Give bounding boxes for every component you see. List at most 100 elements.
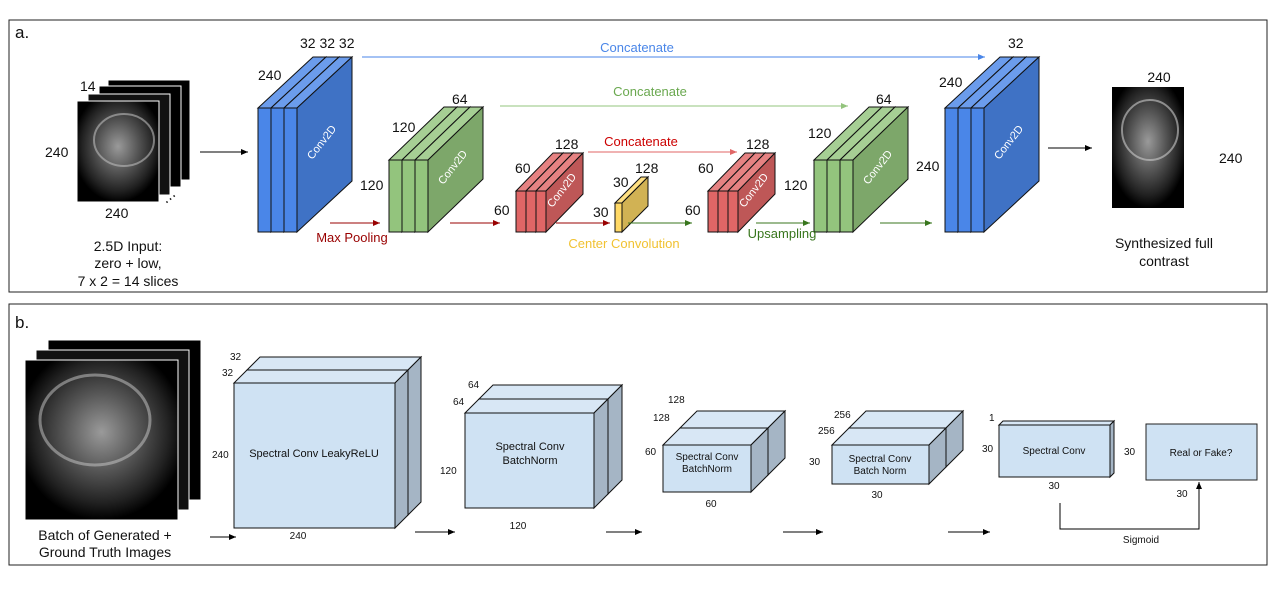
decoder-block-2-slab-2-front (826, 159, 841, 233)
panel-a-border (8, 19, 1268, 293)
box3-label-line1: Spectral Conv (676, 452, 739, 463)
center-conv-block-front (614, 202, 623, 233)
disc-block-4-back-top (847, 410, 965, 429)
box4-channels-back: 256 (834, 410, 851, 421)
decoder-block-3-slab-1-front (944, 107, 959, 233)
encoder-block-2-slab-1-front (388, 159, 403, 233)
disc-block-1-front-side (394, 368, 409, 530)
input-caption-line3: 7 x 2 = 14 slices (78, 273, 179, 289)
encoder-block-3-slab-3-front (535, 190, 547, 233)
output-caption-line2: contrast (1139, 253, 1189, 269)
box2-width: 120 (510, 521, 527, 532)
encoder-block-3-slab-2-front (525, 190, 537, 233)
box2-channels-front: 64 (453, 397, 465, 408)
decoder-block-1-slab-2-front (717, 190, 729, 233)
center-conv-block (613, 175, 650, 234)
disc-block-3-front (661, 426, 770, 494)
upsampling-label: Upsampling (748, 226, 817, 241)
disc-block-1-back-side (407, 355, 422, 517)
encoder-block-1-slab-3 (282, 55, 354, 234)
real-or-fake-box (1145, 423, 1258, 481)
red2-size-side: 60 (685, 202, 701, 218)
input-height-label: 240 (45, 144, 69, 160)
decoder-block-2-slab-3 (838, 105, 910, 234)
panel-a-tag: a. (15, 23, 29, 42)
box4-width: 30 (871, 490, 883, 501)
decoder-block-3-slab-3-front (970, 107, 985, 233)
disc-block-5 (997, 419, 1116, 479)
decoder-block-3-slab-3 (969, 55, 1041, 234)
encoder-block-2-slab-3-front (414, 159, 429, 233)
disc-block-2-front-top (463, 398, 610, 414)
disc-block-2-back-side (607, 383, 623, 496)
disc-block-4-front-top (830, 427, 948, 446)
discriminator-blocks (232, 355, 1116, 530)
blue2-size-side: 240 (916, 158, 940, 174)
disc-block-5-front (998, 424, 1111, 478)
box2-label-line2: BatchNorm (502, 455, 557, 467)
box5-channels: 1 (989, 413, 995, 424)
encoder-block-1-slab-2-front (270, 107, 285, 233)
input-depth-label: 14 (80, 78, 96, 94)
box1-channels-back: 32 (230, 352, 242, 363)
box3-label-line2: BatchNorm (682, 464, 732, 475)
box6-height: 30 (1124, 447, 1136, 458)
discriminator-input-stack (24, 339, 202, 521)
yellow-size-side: 30 (593, 204, 609, 220)
red1-size-side: 60 (494, 202, 510, 218)
disc-block-3-front-top (661, 427, 770, 446)
disc-block-4-front (830, 426, 948, 486)
max-pooling-label: Max Pooling (316, 230, 388, 245)
panel-a: a. 14 240 240 ⋯ 2.5D Input: zero + low, … (8, 19, 1268, 293)
green2-size-side: 120 (784, 177, 808, 193)
box4-label-line2: Batch Norm (854, 466, 907, 477)
blue1-size: 240 (258, 67, 282, 83)
decoder-block-1-slab-1-front (707, 190, 719, 233)
output-image: 240 240 Synthesized full contrast (1112, 69, 1243, 269)
disc-block-2-front (463, 397, 610, 510)
disc-block-3-front-front (662, 444, 752, 493)
input-stack: 14 240 240 ⋯ 2.5D Input: zero + low, 7 x… (45, 78, 191, 289)
green1-channels: 64 (452, 91, 468, 107)
real-or-fake-label: Real or Fake? (1170, 448, 1233, 459)
decoder-block-1-slab-3-front (727, 190, 739, 233)
decoder-block-3-slab-2-front (957, 107, 972, 233)
box3-width: 60 (705, 499, 717, 510)
blue1-channels: 32 32 32 (300, 35, 355, 51)
input-caption-line1: 2.5D Input: (94, 238, 163, 254)
box2-channels-back: 64 (468, 380, 480, 391)
box1-height: 240 (212, 450, 229, 461)
panel-b-tag: b. (15, 313, 29, 332)
mri-batch-image (24, 359, 179, 521)
output-width-label: 240 (1147, 69, 1171, 85)
encoder-block-2-slab-3 (413, 105, 485, 234)
box5-height: 30 (982, 444, 994, 455)
disc-block-1-front-top (232, 369, 410, 384)
box3-channels-back: 128 (668, 395, 685, 406)
disc-block-1-back-top (245, 356, 423, 371)
box3-height: 60 (645, 447, 657, 458)
red1-channels: 128 (555, 136, 579, 152)
box2-height: 120 (440, 466, 457, 477)
input-caption-line2: zero + low, (94, 255, 161, 271)
disc-block-2-front-side (593, 397, 609, 510)
mri-input-image (76, 100, 160, 203)
disc-block-1-front (232, 368, 410, 530)
disc-block-3-back-top (678, 410, 787, 429)
disc-block-1-front-front (233, 382, 396, 529)
box6-width: 30 (1176, 489, 1188, 500)
batch-caption-line2: Ground Truth Images (39, 544, 171, 560)
disc-block-5-top (997, 420, 1116, 426)
encoder-block-1-slab-1-front (257, 107, 272, 233)
disc-block-2-front-front (464, 412, 595, 509)
concatenate-label-blue: Concatenate (600, 40, 674, 55)
box2-label-line1: Spectral Conv (495, 441, 565, 453)
encoder-block-2-slab-2-front (401, 159, 416, 233)
concatenate-label-red: Concatenate (604, 134, 678, 149)
decoder-block-2-slab-3-front (839, 159, 854, 233)
box4-label-line1: Spectral Conv (849, 454, 912, 465)
output-height-label: 240 (1219, 150, 1243, 166)
box5-label: Spectral Conv (1023, 446, 1086, 457)
